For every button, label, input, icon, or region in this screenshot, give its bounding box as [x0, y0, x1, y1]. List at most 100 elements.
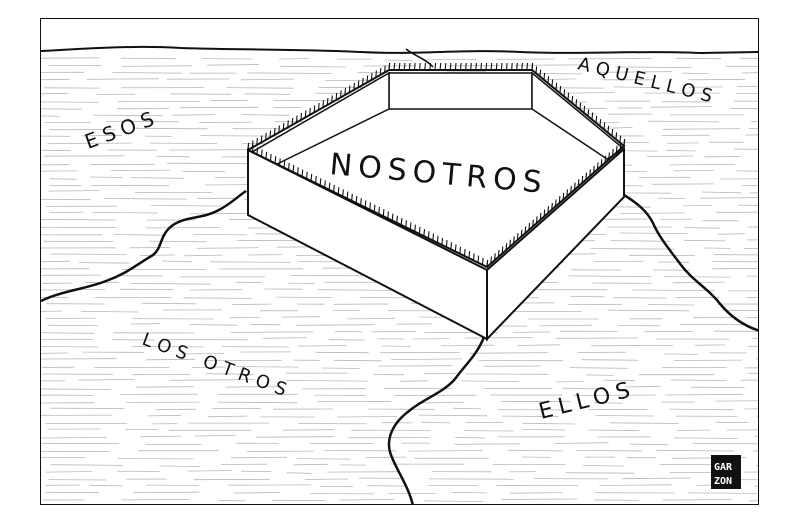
hatch-stroke [729, 107, 758, 110]
hatch-stroke [508, 449, 564, 452]
spike [269, 130, 272, 138]
spike [315, 176, 317, 184]
spike [370, 72, 373, 81]
spike [600, 159, 603, 167]
hatch-stroke [607, 309, 690, 312]
spike [450, 242, 453, 250]
spike [419, 62, 421, 71]
spike [427, 231, 430, 239]
signature-line1: GAR [714, 462, 733, 473]
hatch-stroke [41, 260, 70, 263]
hatch-stroke [736, 170, 758, 172]
hatch-stroke [629, 443, 669, 446]
hatch-stroke [451, 492, 488, 494]
hatch-stroke [502, 415, 559, 418]
hatch-stroke [41, 332, 95, 334]
hatch-stroke [41, 101, 99, 103]
hatch-stroke [41, 92, 69, 95]
hatch-stroke [233, 492, 281, 494]
hatch-stroke [41, 388, 112, 390]
hatch-stroke [159, 465, 200, 467]
hatch-stroke [230, 331, 314, 333]
hatch-stroke [460, 380, 520, 382]
spike [256, 147, 259, 155]
hatch-stroke [156, 155, 190, 158]
spike [357, 80, 360, 88]
hatch-stroke [86, 78, 159, 80]
hatch-stroke [110, 169, 171, 171]
spike [608, 152, 610, 160]
hatch-stroke [147, 414, 182, 417]
hatch-stroke [217, 401, 298, 404]
hatch-stroke [569, 367, 628, 369]
hatch-stroke [420, 421, 451, 424]
hatch-stroke [232, 303, 272, 305]
hatch-stroke [45, 471, 93, 473]
spike [247, 142, 250, 151]
hatch-stroke [199, 121, 252, 124]
spike [500, 62, 503, 71]
spike [429, 62, 432, 71]
hatch-stroke [665, 149, 697, 152]
spike [619, 142, 622, 150]
hatch-stroke [41, 219, 116, 221]
hatch-stroke [464, 337, 533, 339]
spike [501, 246, 504, 254]
spike [279, 158, 281, 166]
spike [520, 229, 523, 237]
spike [481, 257, 484, 265]
hatch-stroke [48, 190, 100, 192]
spike [475, 62, 477, 71]
hatch-stroke [240, 78, 295, 81]
spike [251, 145, 254, 153]
hatch-stroke [601, 127, 633, 129]
hatch-stroke [230, 456, 288, 459]
spike [391, 213, 394, 221]
hatch-stroke [92, 212, 158, 214]
hatch-stroke [323, 450, 398, 452]
hatch-stroke [597, 71, 673, 73]
hatch-stroke [565, 92, 615, 94]
spike [516, 62, 518, 71]
hatch-stroke [318, 289, 391, 291]
spike [309, 107, 311, 116]
hatch-stroke [286, 380, 368, 382]
spike [463, 248, 466, 257]
spike [468, 251, 471, 259]
spike [547, 76, 550, 84]
hatch-stroke [712, 267, 758, 270]
spike [300, 112, 303, 121]
spike [535, 66, 538, 74]
spike [319, 178, 322, 186]
spike [396, 215, 398, 223]
hatch-stroke [673, 170, 714, 172]
hatch-stroke [384, 59, 413, 61]
hatch-stroke [365, 456, 407, 458]
hatch-stroke [78, 379, 135, 381]
hatch-stroke [189, 324, 238, 326]
hatch-stroke [408, 450, 483, 452]
hatch-stroke [399, 380, 429, 382]
spike [551, 79, 554, 87]
hatch-stroke [599, 484, 672, 486]
spike [615, 132, 618, 140]
hatch-stroke [682, 205, 713, 207]
spike [278, 125, 280, 133]
hatch-stroke [573, 394, 657, 396]
hatch-stroke [339, 499, 394, 501]
spike [265, 151, 268, 159]
spike [260, 135, 263, 143]
spike [260, 149, 263, 157]
spike [324, 180, 326, 188]
spike [393, 62, 396, 71]
hatch-stroke [620, 212, 685, 214]
hatch-stroke [662, 128, 741, 130]
hatch-stroke [702, 191, 742, 194]
hatch-stroke [663, 353, 699, 355]
hatch-stroke [632, 289, 716, 291]
hatch-stroke [226, 87, 295, 89]
spike [505, 243, 508, 251]
spike [509, 239, 511, 247]
hatch-stroke [453, 407, 481, 410]
hatch-stroke [151, 205, 221, 207]
